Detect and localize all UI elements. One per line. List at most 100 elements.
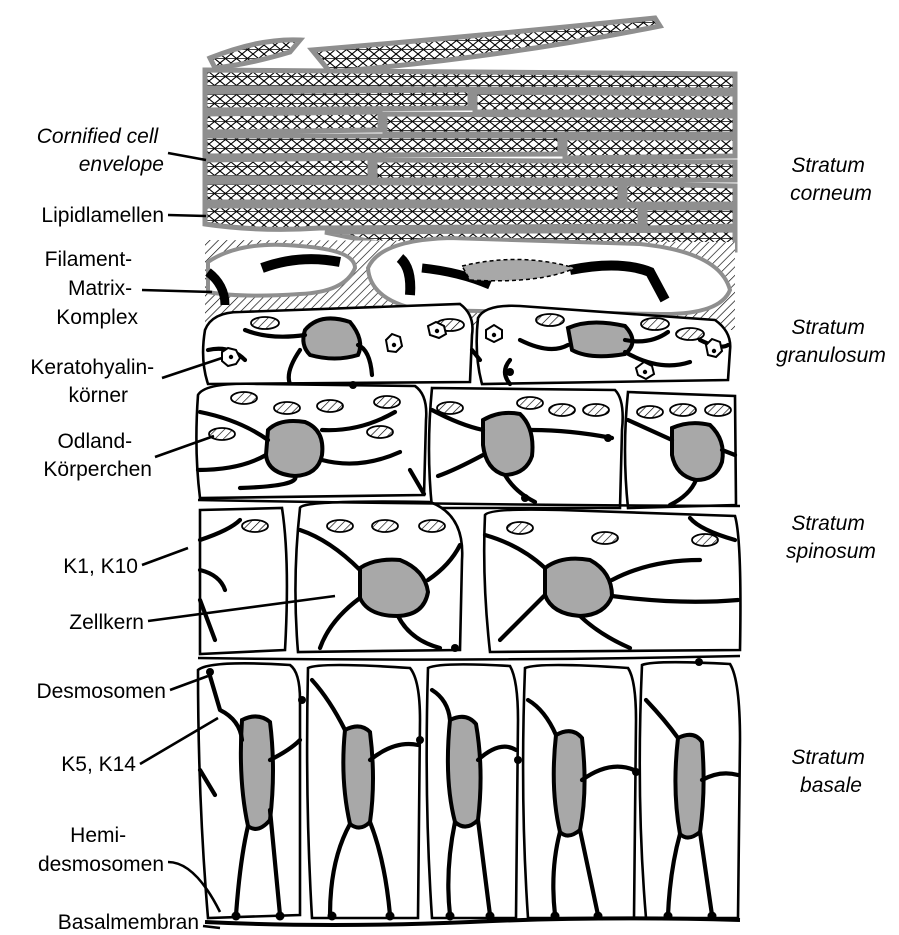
odland-body	[536, 314, 564, 326]
odland-body	[641, 318, 669, 330]
label-basalmembran: Basalmembran	[58, 911, 199, 934]
nucleus	[554, 731, 585, 835]
label-line: K1, K10	[63, 555, 138, 578]
label-cornified-envelope: Cornified cell envelope	[37, 125, 164, 176]
label-k5-k14: K5, K14	[61, 753, 136, 776]
odland-body	[317, 400, 343, 412]
label-line: Körperchen	[43, 458, 152, 481]
odland-body	[670, 404, 696, 416]
leader-filament	[142, 290, 212, 292]
stratum-spinosum-upper-cells	[196, 384, 736, 508]
right-labels: Stratum corneum Stratum granulosum Strat…	[776, 154, 886, 797]
corneocyte-flake	[645, 208, 735, 228]
odland-body	[419, 520, 445, 532]
corneocyte-flake	[385, 114, 735, 134]
leader-lipid	[168, 215, 206, 216]
label-line: envelope	[79, 153, 164, 176]
label-k1-k10: K1, K10	[63, 555, 138, 578]
odland-body	[437, 402, 463, 414]
odland-body	[507, 522, 533, 534]
corneocyte-flake	[475, 92, 735, 112]
stratum-corneum-layers	[205, 18, 735, 252]
transition-cell	[208, 245, 355, 296]
corneocyte-flake	[205, 112, 380, 132]
odland-body	[549, 404, 575, 416]
label-line: Zellkern	[69, 611, 144, 634]
odland-body	[592, 532, 618, 544]
odland-body	[274, 402, 300, 414]
label-lipidlamellen: Lipidlamellen	[41, 204, 164, 227]
label-stratum-corneum: Stratum corneum	[790, 154, 872, 205]
leader-basal	[203, 926, 220, 928]
label-stratum-basale: Stratum basale	[791, 746, 870, 797]
odland-body	[231, 392, 257, 404]
label-line: Lipidlamellen	[41, 204, 164, 227]
label-line: Stratum	[791, 512, 865, 535]
corneocyte-flake	[205, 158, 370, 178]
nucleus	[343, 726, 373, 827]
odland-body	[374, 396, 400, 408]
label-line: Stratum	[791, 316, 865, 339]
odland-body	[517, 397, 543, 409]
corneocyte-flake	[565, 138, 735, 158]
label-zellkern: Zellkern	[69, 611, 144, 634]
corneocyte-flake	[205, 182, 620, 202]
label-line: Filament-	[45, 248, 133, 271]
layer-boundary	[198, 656, 740, 660]
odland-body	[676, 328, 704, 340]
odland-body	[209, 428, 235, 440]
odland-body	[367, 426, 393, 438]
odland-body	[583, 404, 609, 416]
corneocyte-flake	[205, 90, 470, 110]
label-line: spinosum	[786, 540, 876, 563]
label-line: Matrix-	[68, 277, 132, 300]
odland-body	[692, 534, 718, 546]
odland-body	[327, 520, 353, 532]
label-line: Stratum	[791, 154, 865, 177]
odland-body	[372, 520, 398, 532]
odland-body	[705, 404, 731, 416]
label-line: Stratum	[791, 746, 865, 769]
label-line: Keratohyalin-	[30, 356, 154, 379]
basement-membrane	[205, 918, 740, 925]
leader-cornified	[168, 153, 206, 160]
label-line: Desmosomen	[36, 680, 166, 703]
odland-body	[637, 406, 663, 418]
label-line: Odland-	[57, 430, 132, 453]
corneocyte-flake	[205, 136, 560, 156]
label-stratum-granulosum: Stratum granulosum	[776, 316, 886, 367]
corneocyte-flake	[210, 40, 300, 68]
label-desmosomen: Desmosomen	[36, 680, 166, 703]
label-hemidesmosomen: Hemi- desmosomen	[38, 824, 164, 876]
corneocyte-flake	[375, 160, 735, 180]
label-line: Hemi-	[70, 824, 126, 847]
left-labels: Cornified cell envelope Lipidlamellen Fi…	[30, 125, 199, 934]
nucleus	[545, 559, 612, 616]
label-line: granulosum	[776, 344, 886, 367]
odland-body	[242, 520, 268, 532]
corneocyte-flake	[312, 18, 660, 72]
label-line: corneum	[790, 182, 872, 205]
corneocyte-flake	[205, 206, 640, 229]
label-line: Basalmembran	[58, 911, 199, 934]
label-odland-koerperchen: Odland- Körperchen	[43, 430, 152, 481]
label-stratum-spinosum: Stratum spinosum	[786, 512, 876, 563]
label-line: Cornified cell	[37, 125, 160, 148]
stratum-granulosum-cells	[203, 304, 730, 384]
nucleus	[568, 322, 633, 356]
nucleus	[672, 423, 723, 480]
odland-body	[251, 317, 279, 329]
label-line: Komplex	[56, 306, 138, 329]
nucleus	[448, 717, 481, 827]
nucleus	[266, 421, 322, 476]
label-line: körner	[68, 384, 128, 407]
label-keratohyalinkoerner: Keratohyalin- körner	[30, 356, 160, 407]
label-line: basale	[800, 774, 862, 797]
corneocyte-flake	[625, 184, 735, 204]
stratum-spinosum-lower-cells	[200, 502, 740, 654]
nucleus	[303, 318, 360, 358]
leader-k1k10	[142, 548, 188, 565]
corneocyte-flake	[205, 70, 735, 90]
